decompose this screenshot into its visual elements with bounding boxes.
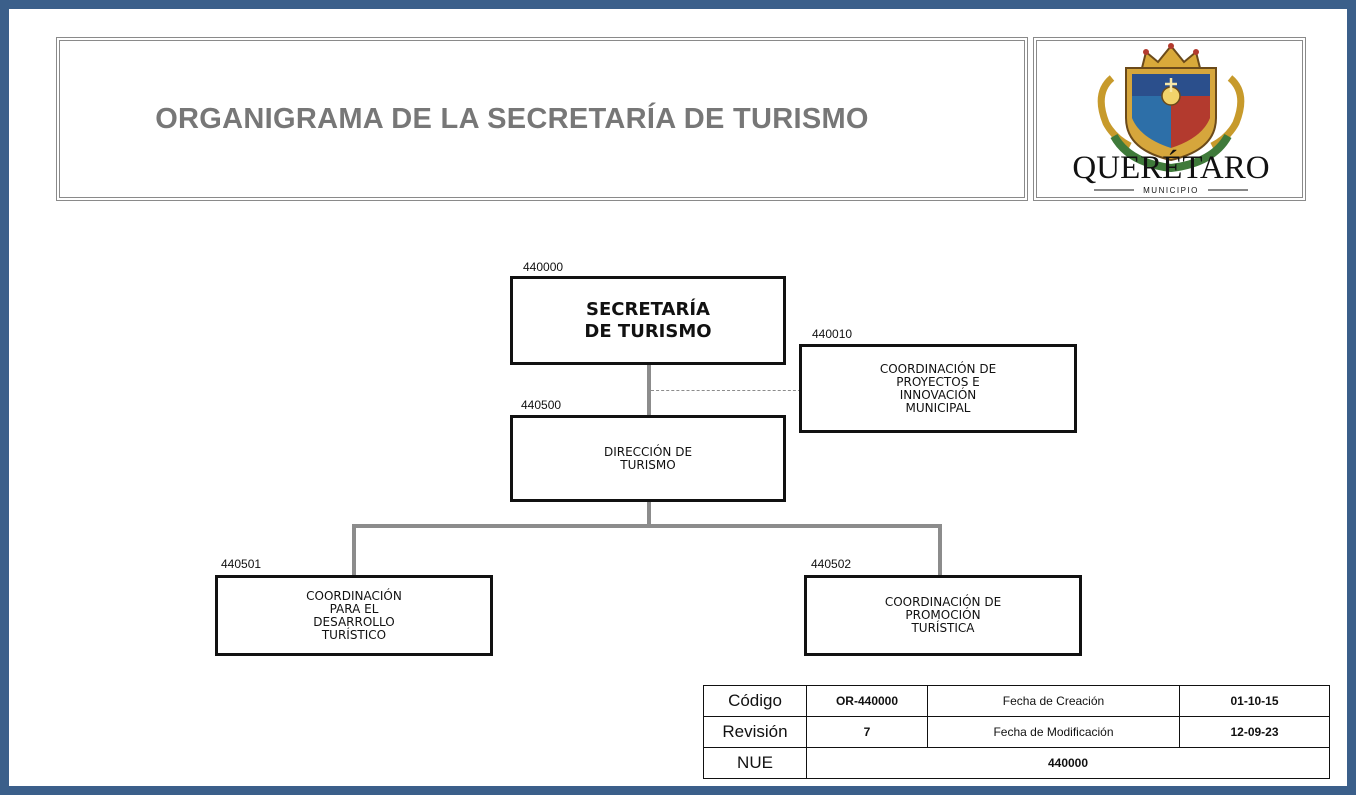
creacion-label: Fecha de Creación <box>927 685 1180 717</box>
modificacion-label: Fecha de Modificación <box>927 716 1180 748</box>
node-code-label: 440000 <box>523 260 564 274</box>
document-info-table: Código OR-440000 Fecha de Creación 01-10… <box>703 685 1330 779</box>
node-coordinacion-desarrollo: COORDINACIÓN PARA EL DESARROLLO TURÍSTIC… <box>215 575 493 656</box>
node-code-label: 440502 <box>811 557 852 571</box>
logo-subtitle: MUNICIPIO <box>1143 186 1199 195</box>
connector-secretaria-direccion <box>647 365 651 417</box>
node-coordinacion-proyectos: COORDINACIÓN DE PROYECTOS E INNOVACIÓN M… <box>799 344 1077 433</box>
node-secretaria-de-turismo: SECRETARÍA DE TURISMO <box>510 276 786 365</box>
table-row: Revisión 7 Fecha de Modificación 12-09-2… <box>703 716 1330 748</box>
node-name: DIRECCIÓN DE TURISMO <box>603 444 693 472</box>
creacion-value: 01-10-15 <box>1179 685 1330 717</box>
node-name: SECRETARÍA DE TURISMO <box>584 298 712 342</box>
node-code-label: 440010 <box>812 327 853 341</box>
modificacion-value: 12-09-23 <box>1179 716 1330 748</box>
queretaro-coat-of-arms-logo: QUERÉTARO MUNICIPIO <box>1072 43 1270 195</box>
node-name: COORDINACIÓN PARA EL DESARROLLO TURÍSTIC… <box>306 588 402 642</box>
node-name: COORDINACIÓN DE PROYECTOS E INNOVACIÓN M… <box>879 361 997 415</box>
codigo-value: OR-440000 <box>806 685 928 717</box>
nue-label: NUE <box>703 747 807 779</box>
revision-label: Revisión <box>703 716 807 748</box>
connector-horizontal-bar <box>352 524 942 528</box>
revision-value: 7 <box>806 716 928 748</box>
node-coordinacion-promocion: COORDINACIÓN DE PROMOCIÓN TURÍSTICA <box>804 575 1082 656</box>
connector-dashed-coordinacion-proyectos <box>651 390 801 391</box>
connector-direccion-down <box>647 502 651 527</box>
table-row: NUE 440000 <box>703 747 1330 779</box>
logo-wordmark: QUERÉTARO <box>1072 149 1269 186</box>
nue-value: 440000 <box>806 747 1330 779</box>
node-name: COORDINACIÓN DE PROMOCIÓN TURÍSTICA <box>884 595 1002 635</box>
node-code-label: 440501 <box>221 557 262 571</box>
codigo-label: Código <box>703 685 807 717</box>
connector-to-440502 <box>938 524 942 577</box>
node-direccion-de-turismo: DIRECCIÓN DE TURISMO <box>510 415 786 502</box>
page-title: ORGANIGRAMA DE LA SECRETARÍA DE TURISMO <box>155 102 869 135</box>
title-panel: ORGANIGRAMA DE LA SECRETARÍA DE TURISMO <box>56 37 1028 201</box>
node-code-label: 440500 <box>521 398 562 412</box>
table-row: Código OR-440000 Fecha de Creación 01-10… <box>703 685 1330 717</box>
logo-panel: QUERÉTARO MUNICIPIO <box>1033 37 1306 201</box>
connector-to-440501 <box>352 524 356 577</box>
